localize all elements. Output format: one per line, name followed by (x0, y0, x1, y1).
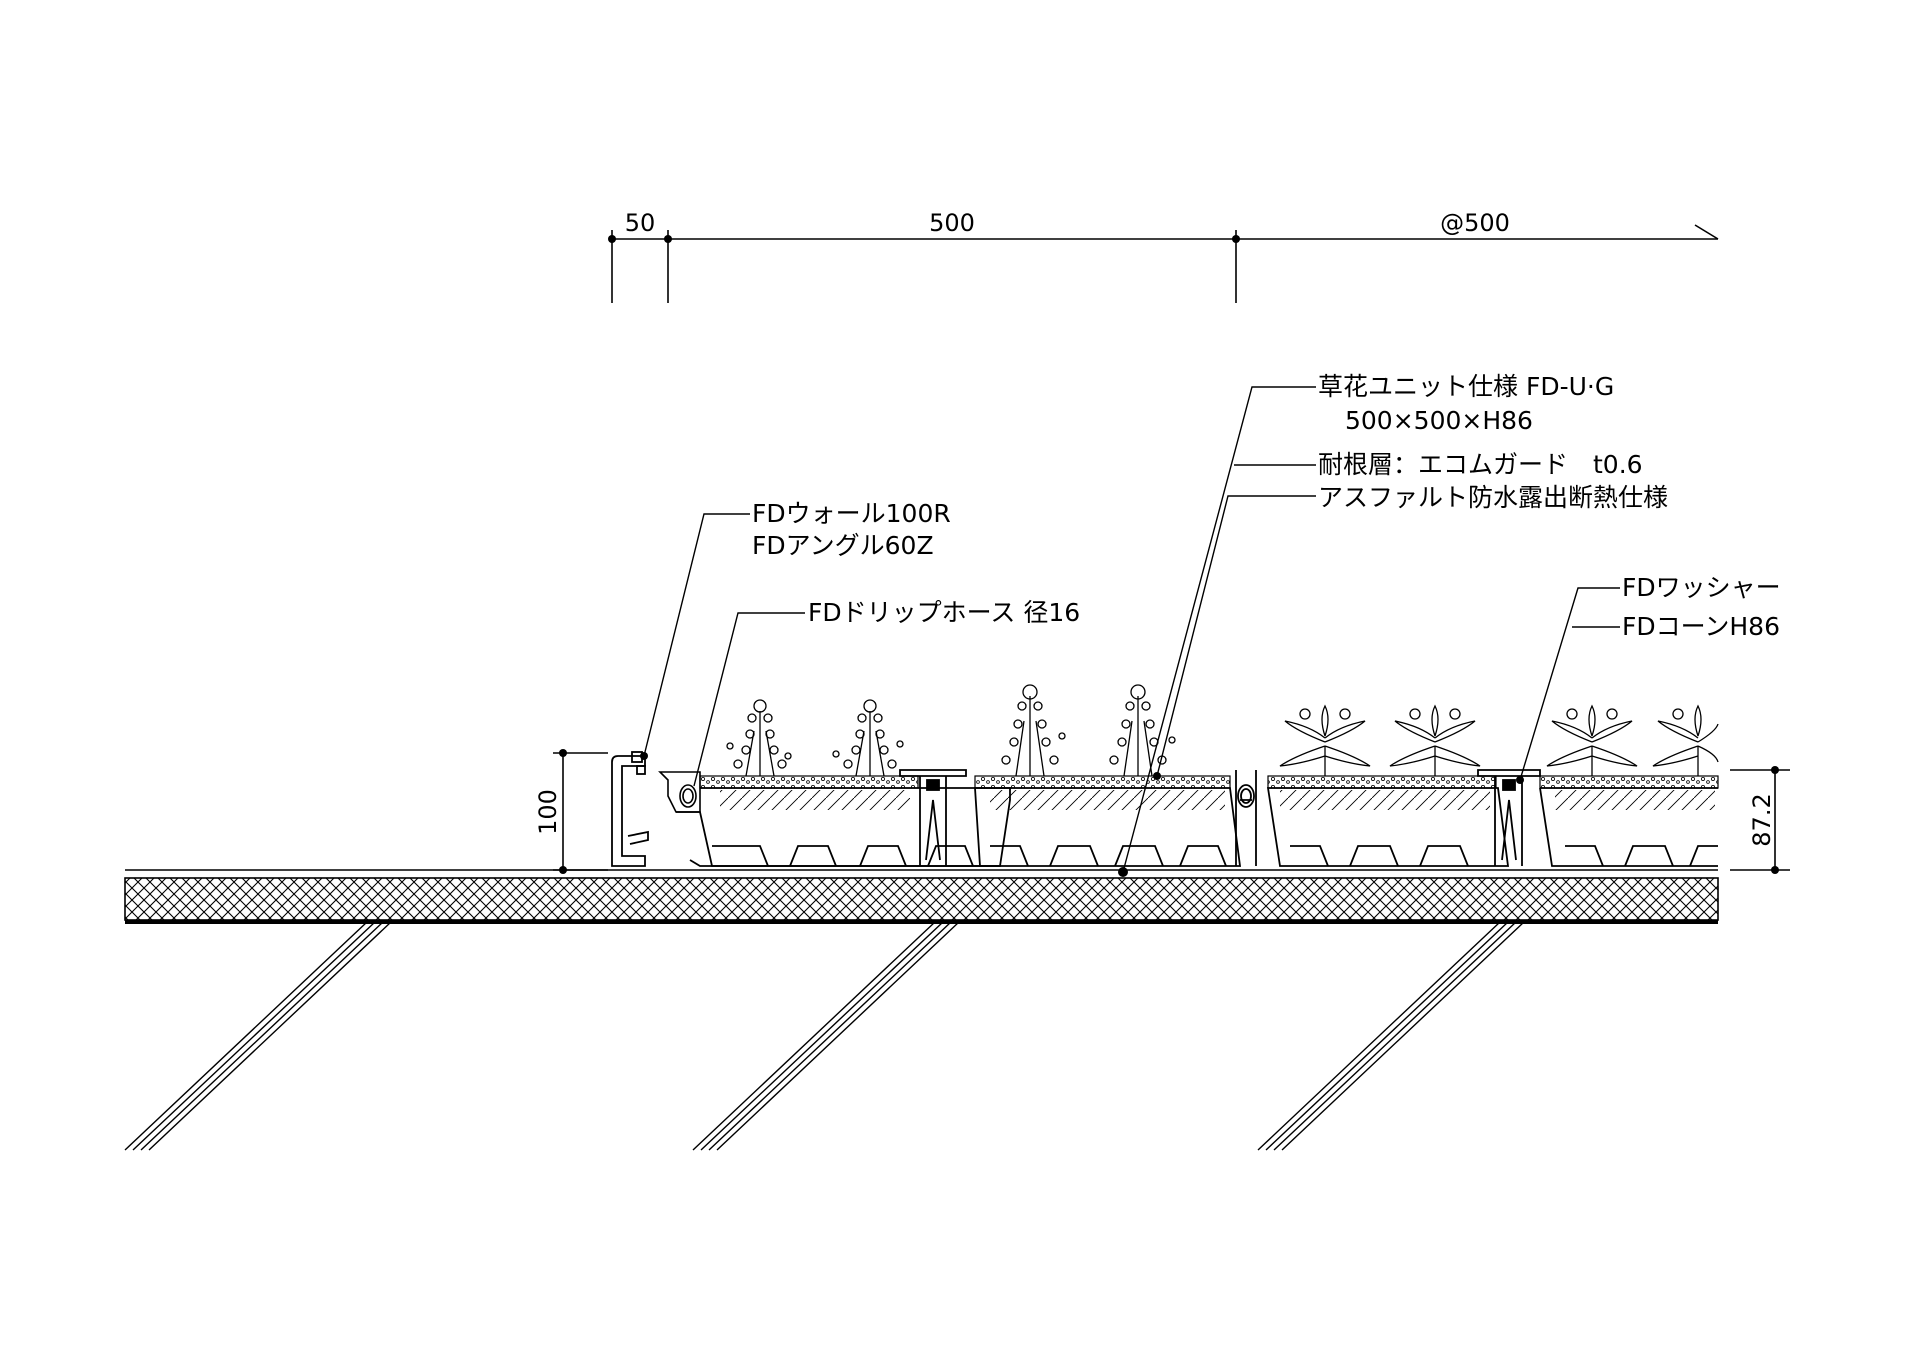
label-unit-spec: 草花ユニット仕様 FD-U·G (1318, 372, 1614, 401)
roof-slab (124, 869, 1719, 924)
dimension-label-500: 500 (929, 209, 975, 237)
slab-break-lines (124, 921, 1525, 1151)
leader-dots (640, 752, 1524, 877)
label-fd-cone: FDコーンH86 (1622, 612, 1780, 641)
leafy-plants (1279, 704, 1719, 776)
dimension-label-50: 50 (625, 209, 656, 237)
dimension-tick-dots (608, 235, 1240, 243)
label-fd-washer: FDワッシャー (1622, 573, 1781, 602)
leader-lines (643, 386, 1620, 873)
dimension-label-at-500: @500 (1440, 209, 1510, 237)
fd-cone-joint-2 (1235, 770, 1257, 866)
top-dimension-line (611, 224, 1719, 303)
label-drip-hose: FDドリップホース 径16 (808, 598, 1080, 627)
fd-cone-joint-1 (899, 769, 967, 866)
dimension-label-100: 100 (534, 789, 562, 835)
fd-wall-profile (611, 751, 649, 867)
growing-medium-layer (699, 775, 1719, 810)
dimension-label-87-2: 87.2 (1748, 793, 1776, 846)
right-height-dimension (1730, 769, 1790, 871)
label-fd-angle: FDアングル60Z (752, 531, 934, 560)
right-height-dots (1771, 766, 1779, 874)
label-unit-size: 500×500×H86 (1345, 406, 1533, 435)
label-root-barrier: 耐根層：エコムガード t0.6 (1318, 450, 1643, 479)
label-waterproofing: アスファルト防水露出断熱仕様 (1318, 483, 1668, 512)
drip-hose-left (658, 771, 701, 813)
label-fd-wall: FDウォール100R (752, 499, 951, 528)
flowering-plants (726, 684, 1176, 777)
